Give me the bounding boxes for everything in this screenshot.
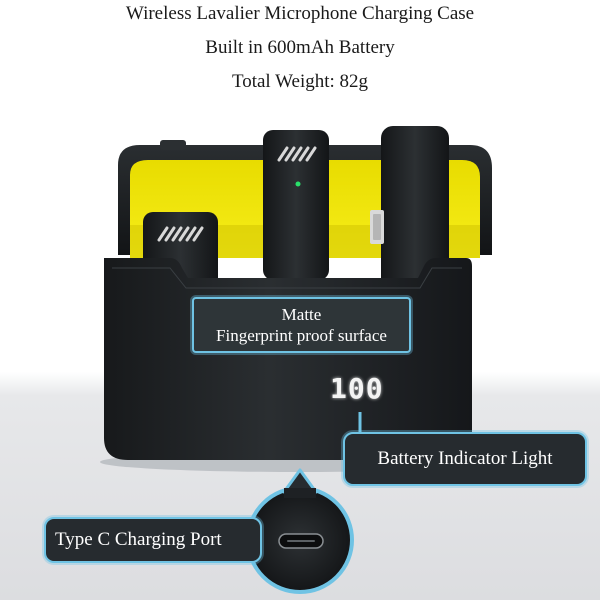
- callout-matte-line1: Matte: [281, 305, 322, 324]
- transmitter-unit-center: [263, 130, 329, 280]
- battery-spec: Built in 600mAh Battery: [205, 37, 395, 58]
- mic-grille-center: [277, 146, 317, 162]
- receiver-unit: [381, 126, 449, 290]
- case-hinge: [160, 140, 186, 150]
- status-led: [295, 181, 301, 187]
- product-title: Wireless Lavalier Microphone Charging Ca…: [125, 3, 475, 24]
- weight-spec: Total Weight: 82g: [231, 71, 369, 92]
- callout-battery-indicator: Battery Indicator Light: [343, 432, 587, 486]
- battery-display: 100: [330, 372, 384, 405]
- callout-matte-surface: Matte Fingerprint proof surface: [192, 297, 411, 353]
- mic-grille-left: [157, 226, 204, 242]
- callout-matte-line2: Fingerprint proof surface: [216, 326, 387, 345]
- callout-charging-port: Type C Charging Port: [44, 517, 262, 563]
